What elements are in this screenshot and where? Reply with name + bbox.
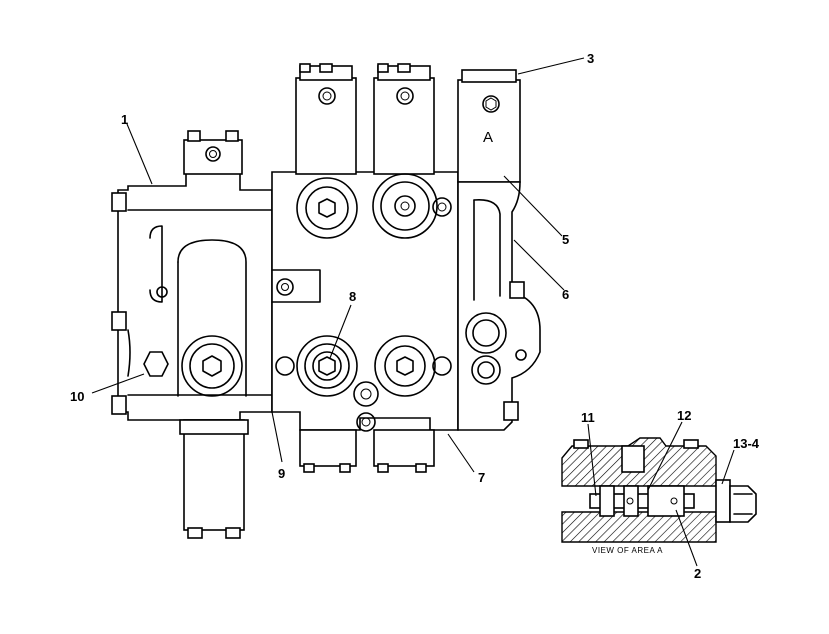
callout-7: 7 — [478, 470, 485, 485]
callout-10: 10 — [70, 389, 84, 404]
leader-lines — [91, 57, 735, 567]
callout-5: 5 — [562, 232, 569, 247]
callout-12: 12 — [677, 408, 691, 423]
detail-caption: VIEW OF AREA A — [592, 546, 663, 555]
left-lower-solenoid — [179, 419, 249, 539]
right-housing: A — [457, 69, 541, 431]
callout-11: 11 — [581, 410, 595, 425]
callout-2: 2 — [694, 566, 701, 581]
callout-9: 9 — [278, 466, 285, 481]
callout-6: 6 — [562, 287, 569, 302]
left-end-housing — [111, 130, 273, 421]
callout-1: 1 — [121, 112, 128, 127]
detail-view-area-a — [561, 437, 757, 543]
callout-3: 3 — [587, 51, 594, 66]
middle-housing — [271, 63, 459, 473]
view-a-marker: A — [483, 129, 493, 146]
callout-8: 8 — [349, 289, 356, 304]
callout-13-4: 13-4 — [733, 436, 760, 451]
